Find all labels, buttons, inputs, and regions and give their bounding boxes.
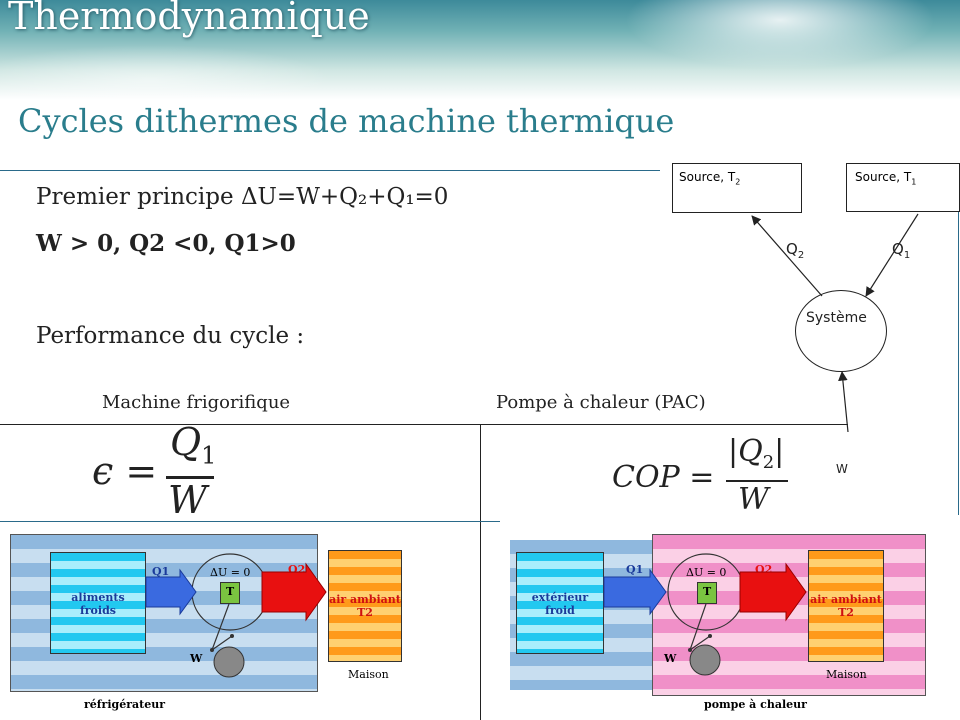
fridge-t-block: T	[220, 582, 240, 604]
formula-mid-line	[480, 424, 481, 720]
fridge-title: Machine frigorifique	[102, 392, 291, 413]
heatpump-cold-block: extérieur froid	[516, 552, 604, 654]
heatpump-hot-block: air ambiant T2	[808, 550, 884, 662]
formula-top-line	[0, 424, 848, 425]
header-banner	[0, 0, 960, 100]
source-t1-box: Source, T1	[846, 163, 960, 212]
q1-label: Q1	[892, 240, 911, 261]
fridge-w: W	[190, 652, 203, 665]
cop-numerator: |Q2|	[728, 434, 785, 473]
source-t2-label: Source, T2	[679, 170, 741, 187]
heatpump-w: W	[664, 652, 677, 665]
system-circle	[795, 290, 887, 372]
fridge-cold-block: aliments froids	[50, 552, 146, 654]
top-divider	[0, 170, 660, 171]
slide-subtitle: Cycles dithermes de machine thermique	[18, 102, 675, 140]
source-t1-label: Source, T1	[855, 170, 917, 187]
cop-fraction-bar	[726, 480, 788, 482]
heatpump-q1: Q1	[626, 563, 644, 576]
fridge-caption: réfrigérateur	[84, 698, 165, 711]
first-principle-line: Premier principe ΔU=W+Q₂+Q₁=0	[36, 184, 448, 210]
first-principle-formula: ΔU=W+Q₂+Q₁=0	[240, 184, 449, 210]
fridge-cold-label: aliments froids	[71, 591, 125, 617]
heatpump-t-block: T	[697, 582, 717, 604]
fridge-q2: Q2	[288, 563, 306, 576]
page-title: Thermodynamique	[8, 0, 370, 38]
heatpump-caption: pompe à chaleur	[704, 698, 807, 711]
epsilon-lhs: ϵ =	[92, 449, 158, 493]
sign-conditions: W > 0, Q2 <0, Q1>0	[36, 230, 296, 257]
heatpump-du: ΔU = 0	[686, 566, 727, 579]
arrow-w-to-system	[838, 371, 849, 433]
fridge-du: ΔU = 0	[210, 566, 251, 579]
epsilon-denominator: W	[168, 478, 208, 522]
heatpump-cold-label: extérieur froid	[531, 591, 589, 617]
first-principle-prefix: Premier principe	[36, 184, 241, 210]
heatpump-title: Pompe à chaleur (PAC)	[496, 392, 706, 413]
epsilon-fraction-bar	[166, 476, 214, 479]
epsilon-numerator: Q1	[170, 420, 217, 470]
fridge-house: Maison	[348, 668, 389, 681]
heatpump-house: Maison	[826, 668, 867, 681]
heatpump-q2: Q2	[755, 563, 773, 576]
heatpump-hot-label: air ambiant T2	[810, 593, 882, 619]
cop-denominator: W	[738, 482, 769, 517]
formula-bottom-line	[0, 521, 500, 522]
fridge-q1: Q1	[152, 565, 170, 578]
fridge-t-label: T	[226, 585, 235, 598]
heatpump-house-panel	[652, 534, 926, 696]
w-label: W	[836, 462, 848, 476]
performance-heading: Performance du cycle :	[36, 323, 305, 349]
q2-label: Q2	[786, 240, 805, 261]
fridge-hot-block: air ambiant T2	[328, 550, 402, 662]
right-divider-vertical	[958, 190, 959, 515]
heatpump-t-label: T	[703, 585, 712, 598]
system-label: Système	[806, 310, 867, 326]
cop-lhs: COP =	[612, 460, 715, 495]
fridge-hot-label: air ambiant T2	[329, 593, 401, 619]
source-t2-box: Source, T2	[672, 163, 802, 213]
